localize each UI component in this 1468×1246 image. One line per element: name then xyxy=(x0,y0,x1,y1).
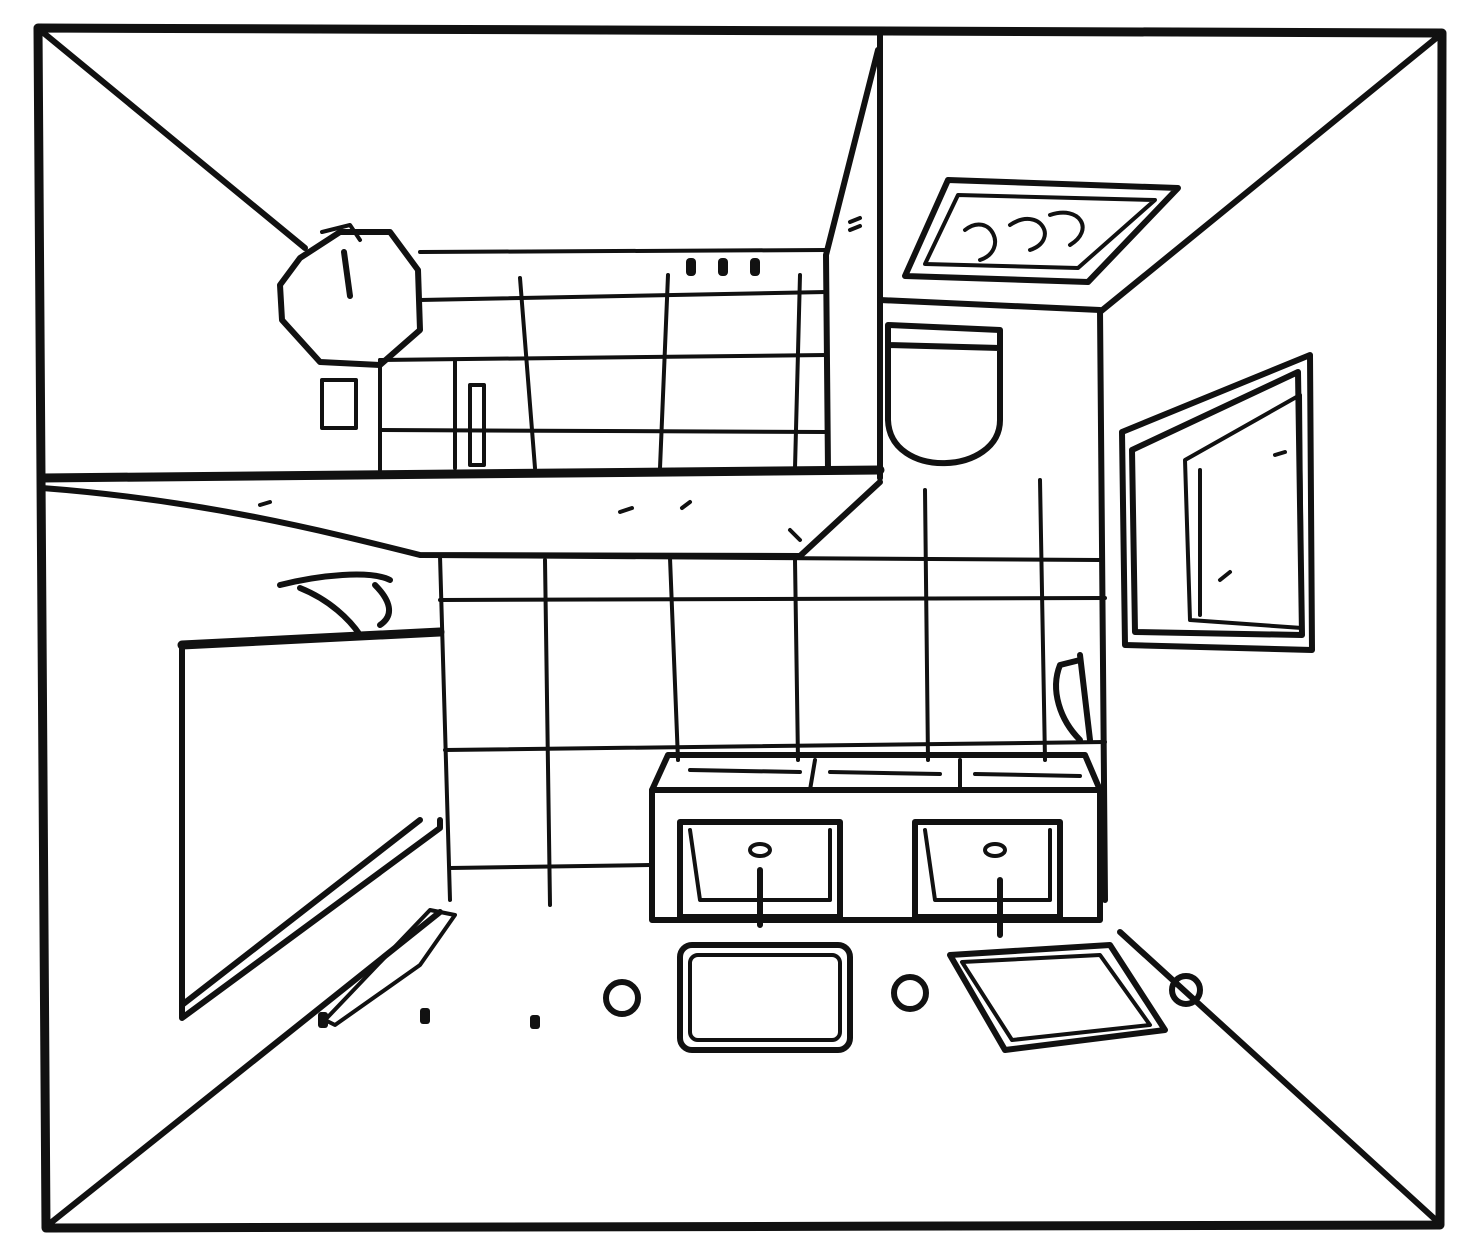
upper-partition xyxy=(37,27,1108,903)
shelf-bottles xyxy=(686,258,760,276)
window xyxy=(1119,352,1315,653)
faucet xyxy=(277,571,393,638)
toilet xyxy=(885,322,1003,467)
back-wall-tiles xyxy=(438,478,1107,907)
bathtub xyxy=(177,627,445,1021)
bath-mat xyxy=(323,908,457,1027)
outer-frame xyxy=(33,23,1447,1233)
floor-fixtures xyxy=(318,973,1203,1029)
towel-rail xyxy=(1053,652,1093,743)
vanity-unit xyxy=(649,752,1103,938)
picture-frame xyxy=(902,177,1181,285)
wall-clock xyxy=(277,223,423,368)
upper-tiles xyxy=(378,248,828,472)
floor-basins xyxy=(677,942,1168,1053)
sheen-marks xyxy=(258,216,1287,582)
wall-tag xyxy=(320,378,358,430)
perspective-lines xyxy=(37,27,1443,1228)
